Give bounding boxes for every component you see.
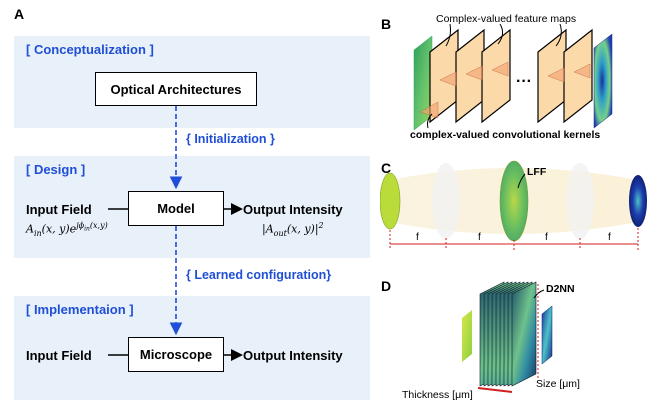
- thickness-axis: [477, 387, 513, 393]
- implementation-output-intensity-label: Output Intensity: [243, 348, 343, 363]
- design-input-field-label: Input Field: [26, 202, 92, 217]
- ellipsis: ···: [516, 73, 532, 90]
- conceptualization-title: [ Conceptualization ]: [26, 42, 154, 57]
- kernel-callout: [427, 113, 433, 129]
- initialization-label: { Initialization }: [186, 132, 275, 146]
- learned-configuration-label: { Learned configuration}: [186, 268, 332, 282]
- focal-length-2: f: [478, 232, 481, 243]
- feature-maps-label: Complex-valued feature maps: [436, 13, 577, 25]
- design-output-intensity-label: Output Intensity: [243, 202, 343, 217]
- lff-callout: [517, 173, 526, 189]
- size-label: Size [μm]: [536, 378, 580, 390]
- feature-map-stack: [429, 28, 593, 124]
- d-input-plane: [462, 310, 472, 362]
- focal-length-3: f: [545, 232, 548, 243]
- panel-label-a: A: [14, 6, 25, 22]
- lff-plane: [499, 160, 529, 242]
- output-blue-map: [593, 33, 613, 129]
- lens-2: [566, 163, 594, 239]
- d2nn-layer-stack: [479, 281, 537, 387]
- implementation-title: [ Implementaion ]: [26, 302, 134, 317]
- panel-label-b: B: [381, 16, 392, 32]
- microscope-box: Microscope: [128, 337, 224, 372]
- optical-architectures-box: Optical Architectures: [95, 72, 257, 106]
- focal-length-4: f: [608, 232, 611, 243]
- kernel-cones: [419, 61, 591, 119]
- implementation-input-field-label: Input Field: [26, 348, 92, 363]
- feature-map-callouts: [445, 23, 562, 47]
- panel-c-graphic: LFF f f f f: [380, 160, 647, 250]
- design-input-formula: Ain(x, y)ejϕin(x,y): [26, 221, 108, 238]
- panel-b-graphic: ···: [413, 23, 613, 131]
- model-box: Model: [128, 191, 224, 226]
- d2nn-label: D2NN: [546, 283, 575, 295]
- focal-axis: [389, 228, 639, 250]
- lff-label: LFF: [527, 166, 547, 178]
- panel-d-graphic: D2NN Thickness [μm] Size [μm]: [402, 281, 580, 401]
- thickness-label: Thickness [μm]: [402, 389, 473, 401]
- input-plane: [380, 172, 401, 230]
- kernels-label: complex-valued convolutional kernels: [410, 129, 601, 141]
- input-green-map: [413, 35, 433, 131]
- design-output-formula: |Aout(x, y)|2: [262, 221, 324, 238]
- design-title: [ Design ]: [26, 162, 86, 177]
- output-plane: [629, 175, 647, 227]
- panel-label-d: D: [381, 278, 392, 294]
- focal-length-1: f: [416, 232, 419, 243]
- panel-label-c: C: [381, 160, 392, 176]
- lens-1: [432, 163, 460, 239]
- d-output-plane: [541, 305, 553, 365]
